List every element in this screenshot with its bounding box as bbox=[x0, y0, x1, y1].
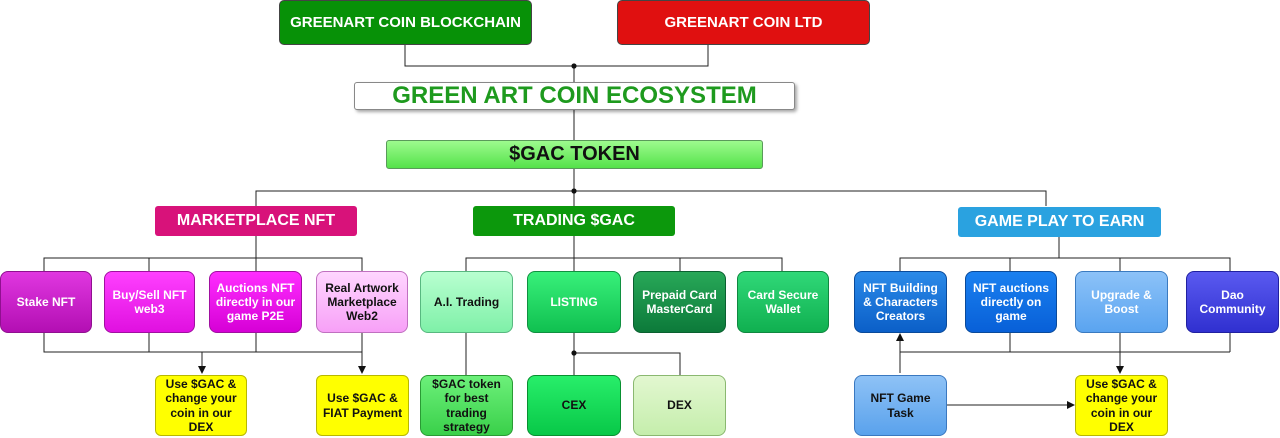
marketplace-item-auctions: Auctions NFT directly in our game P2E bbox=[209, 271, 302, 333]
ecosystem-title: GREEN ART COIN ECOSYSTEM bbox=[354, 82, 795, 110]
dex-box: DEX bbox=[633, 375, 726, 436]
game-item-dao-community: Dao Community bbox=[1186, 271, 1279, 333]
trading-category: TRADING $GAC bbox=[473, 206, 675, 236]
use-gac-fiat: Use $GAC & FIAT Payment bbox=[316, 375, 409, 436]
marketplace-item-buy-sell: Buy/Sell NFT web3 bbox=[104, 271, 195, 333]
blockchain-box: GREENART COIN BLOCKCHAIN bbox=[279, 0, 532, 45]
use-gac-dex-right: Use $GAC & change your coin in our DEX bbox=[1075, 375, 1168, 436]
marketplace-item-real-artwork: Real Artwork Marketplace Web2 bbox=[316, 271, 408, 333]
ltd-box: GREENART COIN LTD bbox=[617, 0, 870, 45]
nft-game-task-box: NFT Game Task bbox=[854, 375, 947, 436]
trading-item-listing: LISTING bbox=[527, 271, 621, 333]
trading-item-ai: A.I. Trading bbox=[420, 271, 513, 333]
marketplace-item-stake-nft: Stake NFT bbox=[0, 271, 92, 333]
trading-item-secure-wallet: Card Secure Wallet bbox=[737, 271, 829, 333]
trading-item-prepaid-card: Prepaid Card MasterCard bbox=[633, 271, 726, 333]
use-gac-dex-left: Use $GAC & change your coin in our DEX bbox=[155, 375, 247, 436]
cex-box: CEX bbox=[527, 375, 621, 436]
game-item-nft-building: NFT Building & Characters Creators bbox=[854, 271, 947, 333]
game-item-nft-auctions: NFT auctions directly on game bbox=[965, 271, 1057, 333]
game-item-upgrade-boost: Upgrade & Boost bbox=[1075, 271, 1168, 333]
token-box: $GAC TOKEN bbox=[386, 140, 763, 169]
marketplace-category: MARKETPLACE NFT bbox=[155, 206, 357, 236]
gac-trading-strategy: $GAC token for best trading strategy bbox=[420, 375, 513, 436]
game-category: GAME PLAY TO EARN bbox=[958, 207, 1161, 237]
